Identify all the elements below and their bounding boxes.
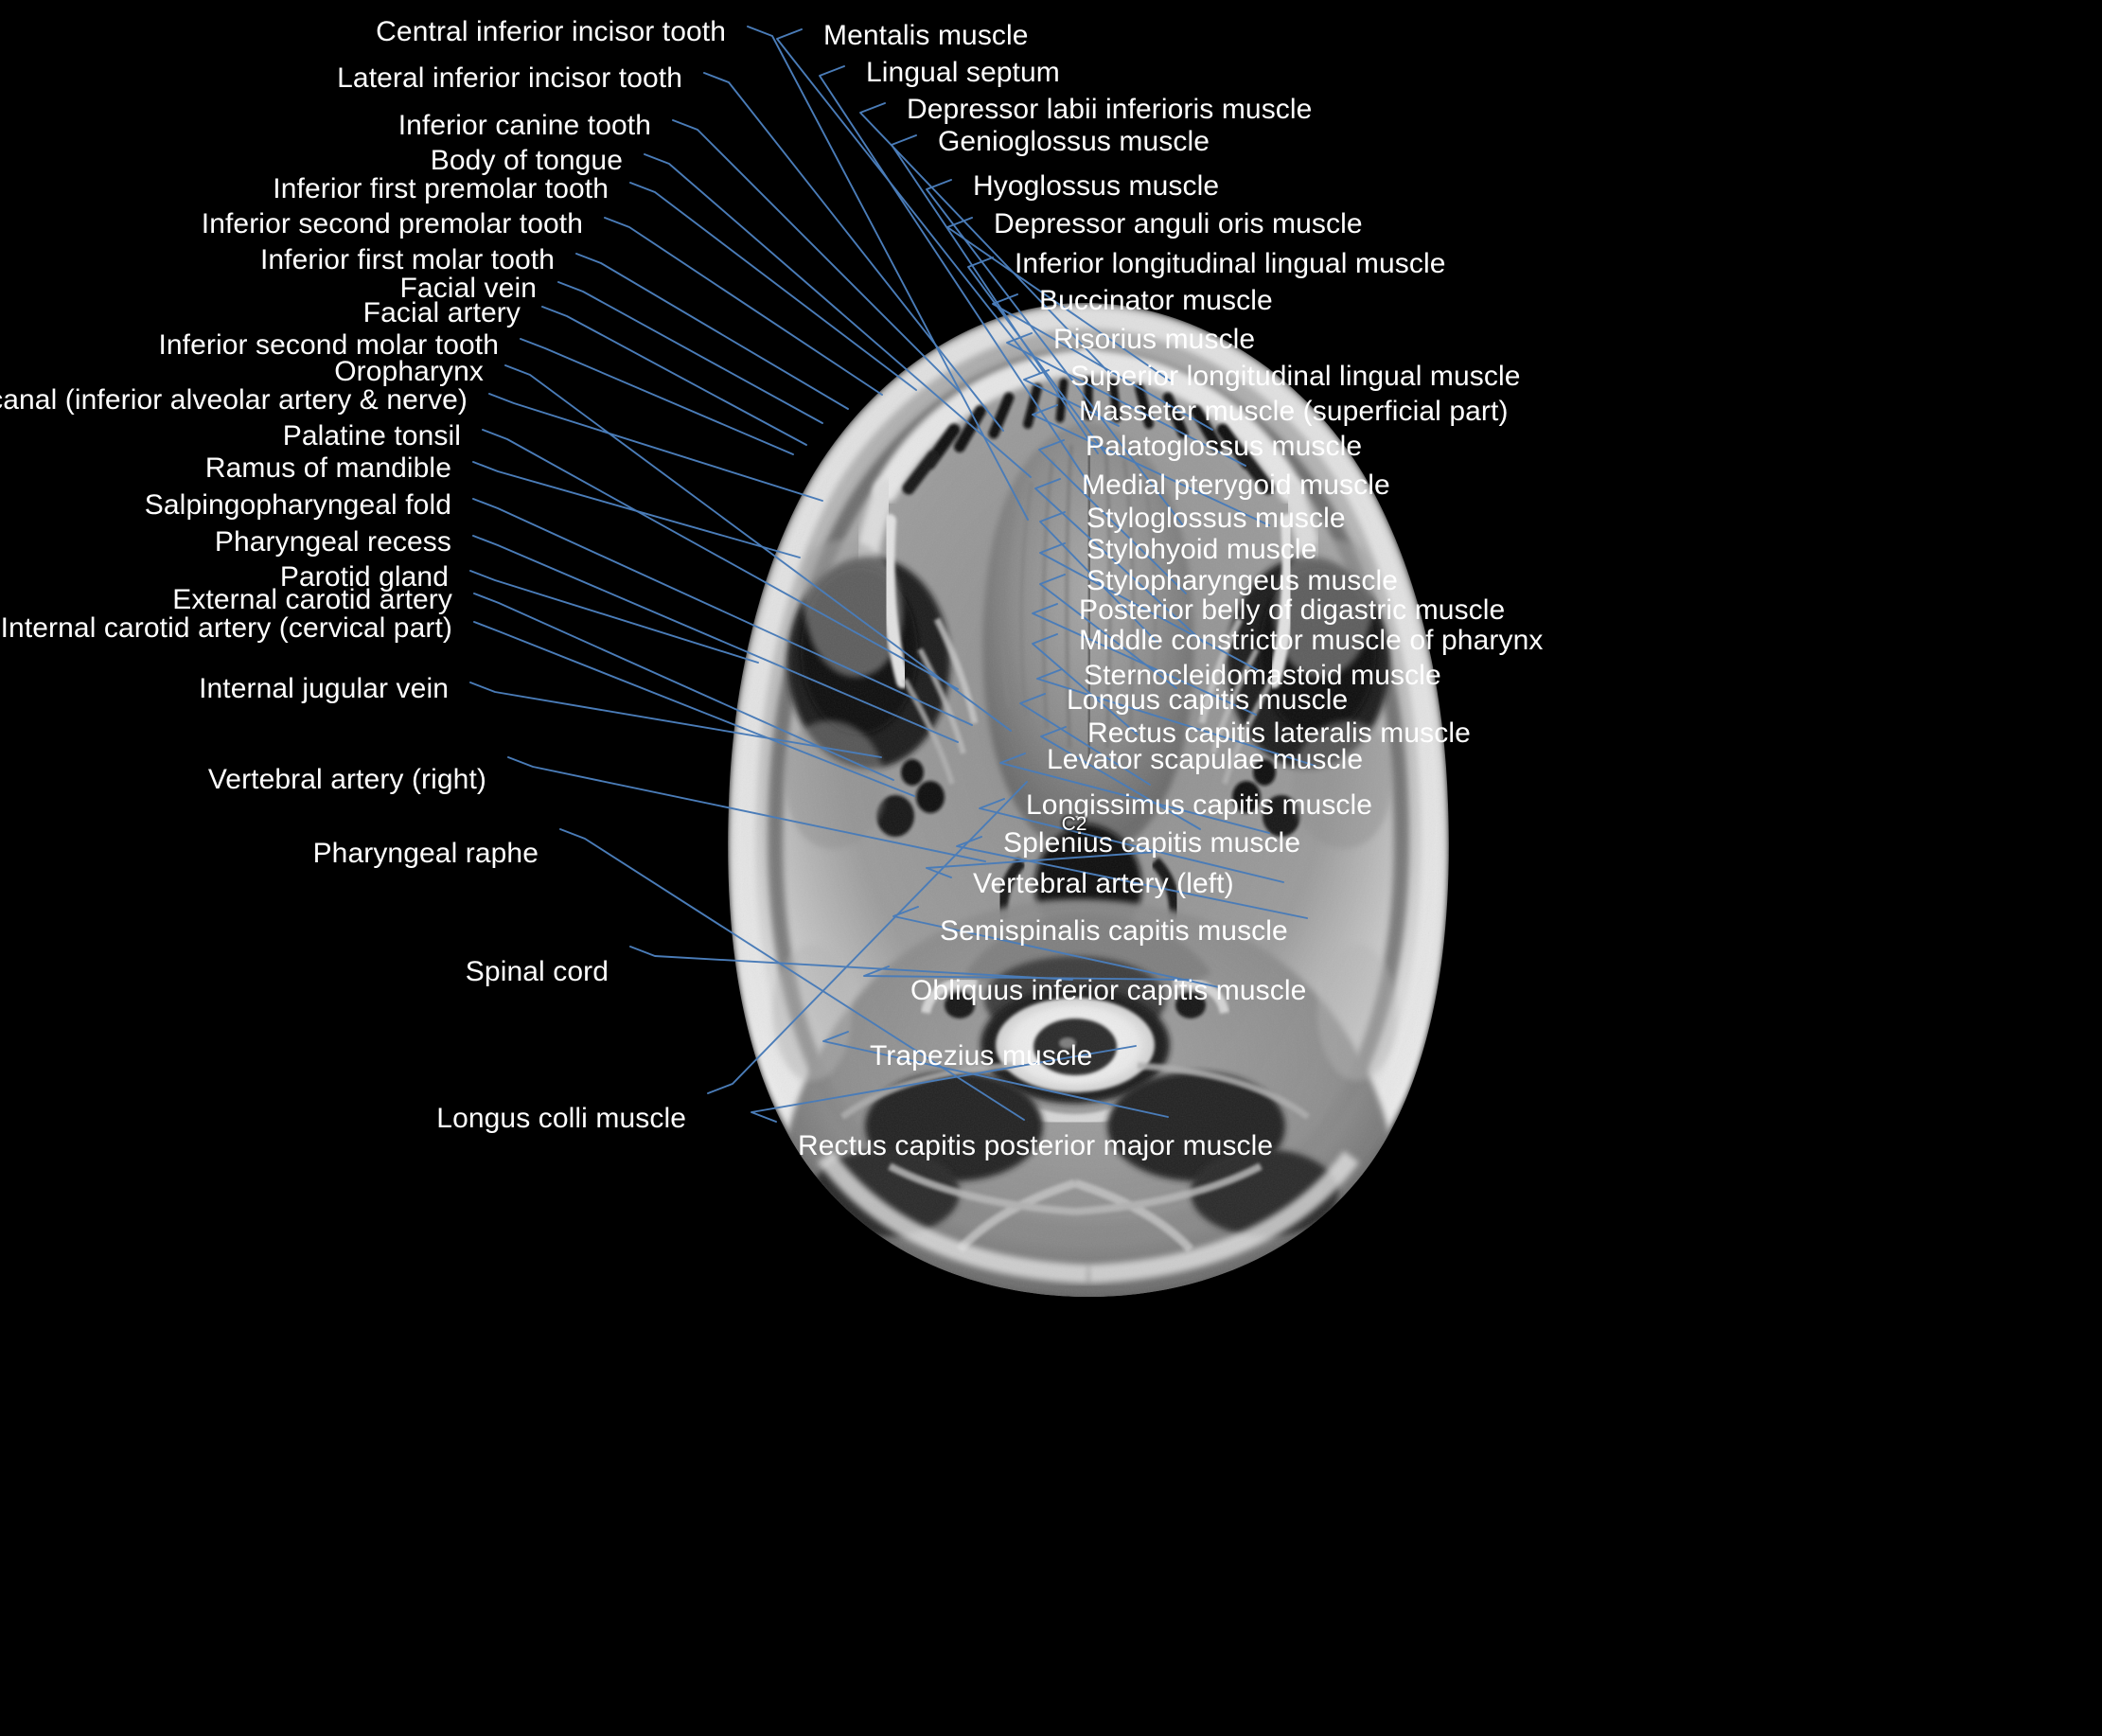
- anatomy-label-right-24: Vertebral artery (left): [973, 868, 1234, 899]
- anatomy-label-right-1: Lingual septum: [866, 57, 1060, 88]
- anatomy-label-right-3: Genioglossus muscle: [938, 126, 1210, 157]
- anatomy-label-left-16: Parotid gland: [279, 561, 449, 593]
- anatomy-label-right-18: Sternocleidomastoid muscle: [1084, 660, 1441, 691]
- anatomy-label-right-14: Stylohyoid muscle: [1086, 534, 1317, 565]
- anatomy-label-right-20: Rectus capitis lateralis muscle: [1087, 717, 1471, 749]
- anatomy-label-left-17: External carotid artery: [172, 584, 452, 615]
- anatomy-label-right-27: Trapezius muscle: [870, 1040, 1093, 1072]
- anatomy-label-right-9: Superior longitudinal lingual muscle: [1070, 361, 1521, 392]
- anatomy-label-right-17: Middle constrictor muscle of pharynx: [1079, 625, 1544, 656]
- anatomy-label-left-11: Mandibular canal (inferior alveolar arte…: [0, 384, 468, 416]
- c2-vertebra-marker: C2: [1061, 813, 1087, 835]
- anatomy-label-right-15: Stylopharyngeus muscle: [1086, 565, 1399, 596]
- anatomy-label-right-19: Longus capitis muscle: [1067, 684, 1349, 716]
- anatomy-label-left-6: Inferior first molar tooth: [259, 244, 555, 275]
- anatomy-label-right-4: Hyoglossus muscle: [973, 170, 1220, 202]
- anatomy-label-left-12: Palatine tonsil: [282, 420, 461, 452]
- anatomy-label-left-0: Central inferior incisor tooth: [376, 16, 726, 47]
- anatomy-label-right-22: Longissimus capitis muscle: [1026, 789, 1373, 821]
- anatomy-label-left-23: Longus colli muscle: [436, 1103, 686, 1134]
- anatomy-label-right-26: Obliquus inferior capitis muscle: [910, 975, 1307, 1006]
- anatomy-label-left-10: Oropharynx: [334, 356, 484, 387]
- anatomy-label-left-1: Lateral inferior incisor tooth: [337, 62, 682, 94]
- anatomy-label-right-11: Palatoglossus muscle: [1086, 431, 1363, 462]
- anatomy-label-right-16: Posterior belly of digastric muscle: [1079, 594, 1506, 626]
- anatomy-label-left-7: Facial vein: [399, 273, 537, 304]
- anatomy-label-left-19: Internal jugular vein: [199, 673, 449, 704]
- anatomy-label-right-8: Risorius muscle: [1053, 324, 1256, 355]
- anatomy-label-right-21: Levator scapulae muscle: [1047, 744, 1364, 775]
- anatomy-label-right-2: Depressor labii inferioris muscle: [907, 94, 1313, 125]
- anatomy-label-left-22: Spinal cord: [465, 956, 609, 987]
- anatomy-label-left-9: Inferior second molar tooth: [158, 329, 499, 361]
- anatomy-label-left-21: Pharyngeal raphe: [312, 838, 539, 869]
- anatomy-label-left-15: Pharyngeal recess: [214, 526, 451, 558]
- anatomy-label-right-6: Inferior longitudinal lingual muscle: [1015, 248, 1446, 279]
- anatomy-label-right-0: Mentalis muscle: [823, 20, 1029, 51]
- anatomy-label-right-5: Depressor anguli oris muscle: [994, 208, 1363, 239]
- anatomy-label-left-3: Body of tongue: [430, 145, 623, 176]
- anatomy-label-right-10: Masseter muscle (superficial part): [1079, 396, 1509, 427]
- anatomy-label-right-25: Semispinalis capitis muscle: [940, 915, 1288, 947]
- anatomy-label-left-20: Vertebral artery (right): [207, 764, 486, 795]
- anatomy-label-right-12: Medial pterygoid muscle: [1082, 469, 1390, 501]
- anatomy-label-right-23: Splenius capitis muscle: [1003, 827, 1301, 859]
- anatomy-label-right-13: Styloglossus muscle: [1086, 503, 1346, 534]
- anatomy-label-left-2: Inferior canine tooth: [397, 110, 651, 141]
- anatomy-label-left-5: Inferior second premolar tooth: [201, 208, 583, 239]
- anatomy-label-left-14: Salpingopharyngeal fold: [144, 489, 451, 521]
- anatomy-label-right-28: Rectus capitis posterior major muscle: [798, 1130, 1274, 1161]
- anatomy-label-left-18: Internal carotid artery (cervical part): [0, 612, 452, 644]
- anatomy-label-left-8: Facial artery: [362, 297, 521, 328]
- anatomy-label-right-7: Buccinator muscle: [1039, 285, 1273, 316]
- anatomy-label-left-13: Ramus of mandible: [204, 452, 451, 484]
- anatomy-label-left-4: Inferior first premolar tooth: [273, 173, 609, 204]
